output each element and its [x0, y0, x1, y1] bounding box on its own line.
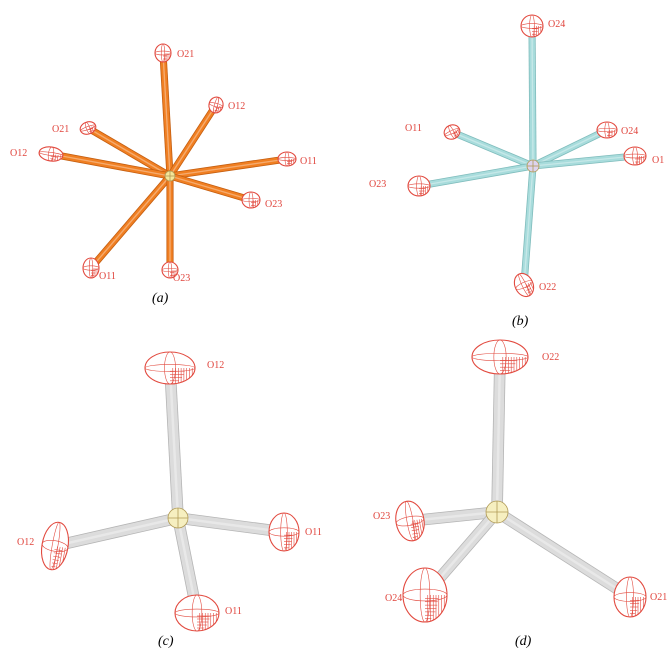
atom-label-a-2: O21 [52, 124, 69, 135]
oxygen-ellipsoid-a-4 [277, 151, 297, 167]
bond-b-5 [520, 165, 537, 286]
bond-b-0 [528, 25, 537, 167]
oxygen-ellipsoid-b-3 [623, 146, 647, 166]
oxygen-ellipsoid-b-2 [596, 121, 618, 139]
center-atom-c [167, 507, 189, 529]
bond-a-6 [88, 173, 173, 271]
atom-label-c-2: O11 [305, 527, 322, 538]
oxygen-ellipsoid-b-1 [443, 124, 461, 140]
atom-label-b-1: O11 [405, 123, 422, 134]
atom-label-a-1: O12 [228, 101, 245, 112]
atom-label-d-2: O24 [385, 593, 402, 604]
oxygen-ellipsoid-a-5 [241, 191, 261, 209]
center-atom-a [164, 170, 176, 182]
caption-c: (c) [158, 634, 174, 648]
oxygen-ellipsoid-a-6 [82, 257, 100, 279]
oxygen-ellipsoid-a-7 [161, 261, 179, 279]
oxygen-ellipsoid-c-3 [174, 594, 220, 632]
bond-d-1 [409, 506, 498, 527]
caption-b: (b) [512, 314, 529, 329]
oxygen-ellipsoid-c-2 [268, 512, 300, 552]
bond-d-0 [491, 356, 506, 513]
caption-a: (a) [152, 291, 169, 306]
bond-b-2 [531, 126, 609, 170]
oxygen-ellipsoid-d-0 [471, 339, 529, 375]
atom-label-a-5: O23 [265, 199, 282, 210]
atom-label-a-6: O11 [99, 271, 116, 282]
oxygen-ellipsoid-b-5 [513, 272, 535, 298]
atom-label-c-0: O12 [207, 360, 224, 371]
bond-a-5 [168, 172, 253, 204]
bond-a-1 [167, 103, 219, 178]
center-atom-d [485, 500, 509, 524]
atom-label-a-0: O21 [177, 49, 194, 60]
atom-label-b-5: O22 [539, 282, 556, 293]
bond-b-4 [418, 162, 534, 190]
atom-label-b-2: O24 [621, 126, 638, 137]
center-atom-b [526, 159, 540, 173]
oxygen-ellipsoid-a-2 [79, 121, 97, 135]
oxygen-ellipsoid-c-0 [144, 351, 196, 385]
bond-c-2 [177, 512, 285, 538]
caption-d: (d) [515, 634, 532, 648]
oxygen-ellipsoid-d-1 [395, 500, 425, 542]
bond-c-1 [53, 512, 180, 552]
atom-label-a-7: O23 [173, 273, 190, 284]
oxygen-ellipsoid-b-0 [520, 14, 544, 38]
atom-label-b-0: O24 [548, 19, 565, 30]
atom-label-b-3: O1 [652, 155, 664, 166]
bond-d-3 [493, 507, 634, 602]
atom-label-c-1: O12 [17, 537, 34, 548]
atom-label-c-3: O11 [225, 606, 242, 617]
oxygen-ellipsoid-d-2 [402, 567, 448, 623]
atom-label-a-4: O11 [300, 156, 317, 167]
bond-b-3 [532, 152, 636, 170]
bond-a-4 [169, 155, 288, 180]
bond-a-0 [159, 52, 174, 177]
atom-label-d-3: O21 [650, 592, 667, 603]
oxygen-ellipsoid-a-3 [38, 146, 64, 162]
atom-label-d-1: O23 [373, 511, 390, 522]
atom-label-b-4: O23 [369, 179, 386, 190]
bond-a-3 [50, 150, 171, 180]
oxygen-ellipsoid-a-1 [208, 96, 224, 114]
bond-b-1 [450, 128, 535, 170]
oxygen-ellipsoid-c-1 [40, 521, 70, 571]
bond-a-2 [86, 124, 172, 180]
atom-label-a-3: O12 [10, 148, 27, 159]
oxygen-ellipsoid-a-0 [154, 43, 172, 63]
oxygen-ellipsoid-d-3 [613, 576, 647, 618]
bond-c-0 [164, 367, 184, 519]
oxygen-ellipsoid-b-4 [407, 175, 431, 197]
atom-label-d-0: O22 [542, 352, 559, 363]
